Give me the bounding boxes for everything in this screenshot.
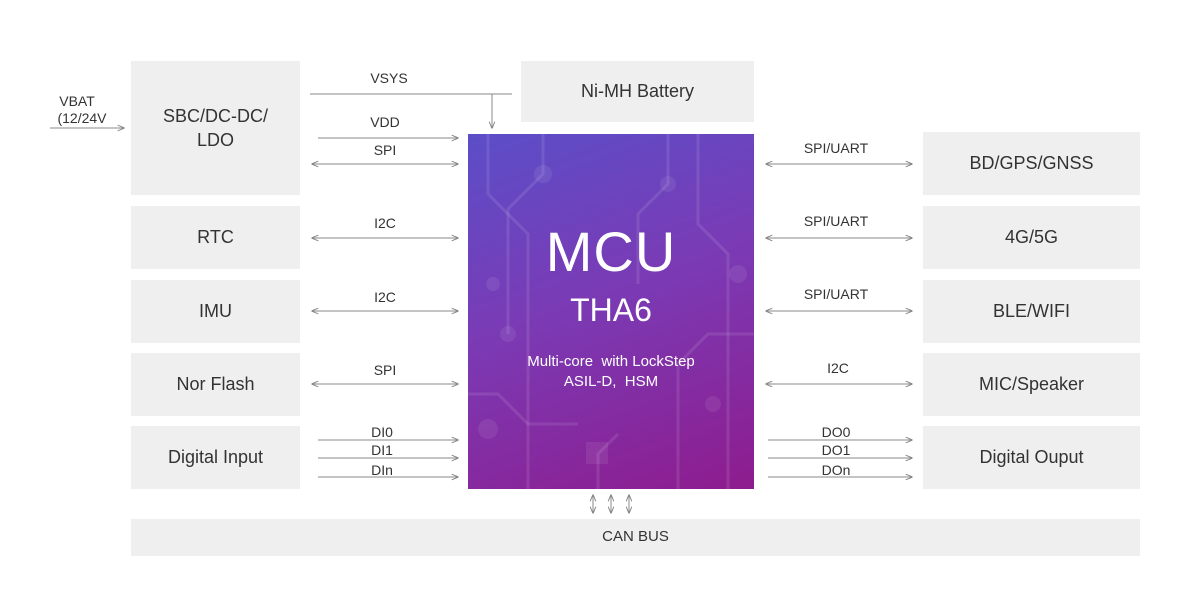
vsys-label: VSYS	[370, 70, 408, 86]
spi-power-label: SPI	[373, 142, 397, 158]
cellular-label: 4G/5G	[1004, 227, 1059, 248]
vbat-label: VBAT	[59, 93, 95, 109]
digital-output-block: Digital Ouput	[923, 426, 1140, 489]
rtc-block: RTC	[131, 206, 300, 269]
sbc-label: SBC/DC-DC/ LDO	[162, 105, 268, 150]
rtc-label: RTC	[197, 227, 234, 248]
nor-flash-block: Nor Flash	[131, 353, 300, 416]
mcu-title: MCU	[545, 220, 677, 283]
mcu-description: Multi-core with LockStep ASIL-D, HSM	[468, 352, 754, 391]
imu-label: IMU	[199, 301, 232, 322]
nor-flash-label: Nor Flash	[176, 374, 255, 395]
mcu-desc-line2: ASIL-D, HSM	[563, 372, 659, 390]
i2c-mic-label: I2C	[827, 360, 849, 376]
gnss-block: BD/GPS/GNSS	[923, 132, 1140, 195]
don-label: DOn	[821, 462, 851, 478]
vsys-line	[310, 93, 492, 128]
mcu-desc-line1: Multi-core with LockStep	[527, 353, 695, 370]
mcu-block: MCU THA6 Multi-core with LockStep ASIL-D…	[468, 134, 754, 489]
battery-label: Ni-MH Battery	[580, 81, 694, 102]
sbc-block: SBC/DC-DC/ LDO	[131, 61, 300, 195]
can-bus-label: CAN BUS	[602, 528, 669, 546]
ble-wifi-block: BLE/WIFI	[923, 280, 1140, 343]
mcu-model: THA6	[570, 292, 652, 328]
circuit-pattern-icon	[468, 134, 754, 489]
vdd-label: VDD	[370, 114, 400, 130]
mic-speaker-block: MIC/Speaker	[923, 353, 1140, 416]
imu-block: IMU	[131, 280, 300, 343]
di1-label: DI1	[371, 442, 393, 458]
uart-gnss-label: SPI/UART	[803, 140, 869, 156]
uart-ble-label: SPI/UART	[803, 286, 869, 302]
digital-input-block: Digital Input	[131, 426, 300, 489]
digital-input-label: Digital Input	[167, 447, 264, 468]
spi-flash-label: SPI	[373, 362, 397, 378]
battery-block: Ni-MH Battery	[521, 61, 754, 122]
i2c-imu-label: I2C	[374, 289, 396, 305]
ble-wifi-label: BLE/WIFI	[992, 301, 1070, 322]
i2c-rtc-label: I2C	[374, 215, 396, 231]
di0-label: DI0	[371, 424, 393, 440]
uart-cell-label: SPI/UART	[803, 213, 869, 229]
din-label: DIn	[371, 462, 393, 478]
vbat-range-label: (12/24V	[57, 110, 107, 126]
can-bus-block: CAN BUS	[131, 519, 1140, 556]
cellular-block: 4G/5G	[923, 206, 1140, 269]
mic-speaker-label: MIC/Speaker	[978, 374, 1085, 395]
do1-label: DO1	[821, 442, 851, 458]
do0-label: DO0	[821, 424, 851, 440]
gnss-label: BD/GPS/GNSS	[969, 153, 1094, 174]
digital-output-label: Digital Ouput	[979, 447, 1084, 468]
